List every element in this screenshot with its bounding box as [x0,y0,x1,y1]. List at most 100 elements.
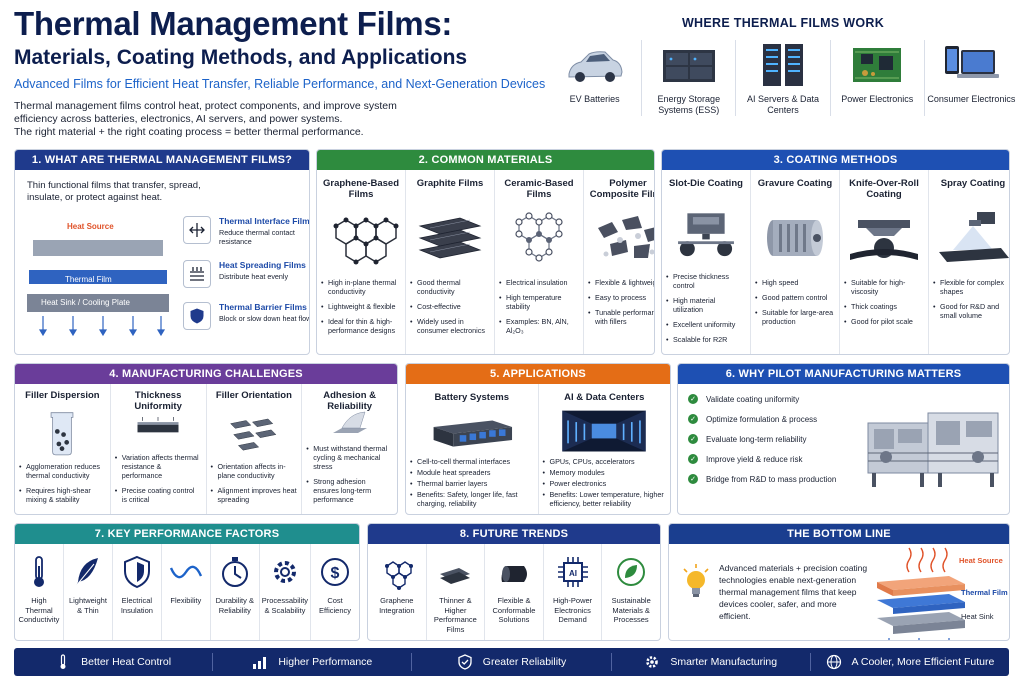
battery-module-icon [433,420,512,447]
panel-manufacturing-challenges: 4. MANUFACTURING CHALLENGES Filler Dispe… [14,363,398,515]
where-title: WHERE THERMAL FILMS WORK [681,16,885,30]
trend-flexible: Flexible & Conformable Solutions [484,544,543,640]
bar-chart-icon [253,657,267,669]
footer-banner: Better Heat Control Higher Performance G… [14,648,1009,676]
panel-title: 8. FUTURE TRENDS [368,524,660,544]
graphite-layers-icon [418,217,482,259]
polymer-flakes-icon [598,216,654,258]
where-item-ess: Energy Storage Systems (ESS) [641,40,735,116]
panel-coating-methods: 3. COATING METHODS Slot-Die Coating Prec… [661,149,1010,355]
checkmark-icon: ✓ [688,394,698,404]
stack-label-heat-source: Heat Source [67,222,114,231]
footer-item-future: A Cooler, More Efficient Future [809,653,1009,671]
heat-spread-icon [190,267,204,281]
factor-thermal-conductivity: High Thermal Conductivity [15,544,63,640]
page-title-line2: Materials, Coating Methods, and Applicat… [14,46,468,69]
trend-thinner-films: Thinner & Higher Performance Films [425,544,485,640]
gear-icon [273,561,296,583]
checkmark-icon: ✓ [688,474,698,484]
challenge-filler-orientation: Filler Orientation Orientation affects i… [205,384,302,514]
gravure-roller-icon [767,220,823,256]
panel-title: 4. MANUFACTURING CHALLENGES [15,364,397,384]
coating-gravure: Gravure Coating High speedGood pattern c… [750,170,839,354]
panel-title: 2. COMMON MATERIALS [317,150,654,170]
panel-title: 6. WHY PILOT MANUFACTURING MATTERS [678,364,1009,384]
intro-text: Thermal management films control heat, p… [14,100,397,125]
lightbulb-icon [683,564,709,597]
wave-icon [169,565,202,579]
server-rack-icon [763,44,803,86]
ceramic-lattice-icon [515,212,563,262]
hexagon-network-icon [384,561,413,590]
panel-title: 7. KEY PERFORMANCE FACTORS [15,524,359,544]
svg-text:$: $ [331,565,340,582]
checkmark-icon: ✓ [688,414,698,424]
film-roll-icon [501,566,527,582]
where-item-servers: AI Servers & Data Centers [735,40,829,116]
aligned-flakes-icon [229,418,277,451]
film-stack-diagram [23,220,173,350]
panel-key-performance-factors: 7. KEY PERFORMANCE FACTORS High Thermal … [14,523,360,641]
material-graphene: Graphene-Based Films High in-plane therm… [317,170,405,354]
checkmark-icon: ✓ [688,434,698,444]
thermometer-icon [33,556,44,587]
peeling-film-icon [332,411,367,433]
gear-icon [646,656,659,668]
where-item-ev: EV Batteries [548,40,641,116]
header: Thermal Management Films: Materials, Coa… [14,6,574,139]
knife-roll-icon [850,220,918,260]
pilot-coating-line-icon [867,412,999,487]
factor-lightweight: Lightweight & Thin [62,544,112,640]
footer-item-reliability: Greater Reliability [411,653,610,671]
material-polymer: Polymer Composite Films Flexible & light… [583,170,654,354]
stopwatch-icon [221,557,248,587]
beaker-icon [51,412,74,456]
challenge-adhesion: Adhesion & Reliability Must withstand th… [301,384,397,514]
factor-processability: Processability & Scalability [258,544,310,640]
factor-durability: Durability & Reliability [209,544,259,640]
bottom-film-stack-diagram [877,547,965,640]
factor-cost: $ Cost Efficiency [310,544,359,640]
panel-applications: 5. APPLICATIONS Battery Systems Cell-to-… [405,363,671,515]
film-sheet-icon [440,568,471,584]
application-ai-data-centers: AI & Data Centers GPUs, CPUs, accelerato… [537,384,671,514]
stack-label-film: Thermal Film [65,275,112,284]
feather-icon [75,558,98,587]
data-center-aisle-icon [562,410,646,452]
where-thermal-films-work: WHERE THERMAL FILMS WORK EV Batteries En… [548,8,1018,142]
coating-knife-over-roll: Knife-Over-Roll Coating Suitable for hig… [839,170,928,354]
panel-title: 3. COATING METHODS [662,150,1009,170]
shield-icon [123,555,150,589]
bottom-label-film: Thermal Film [961,588,1008,597]
slot-die-machine-icon [678,213,734,257]
trend-high-power: AI High-Power Electronics Demand [542,544,602,640]
shield-check-icon [458,654,472,670]
panel-title: 5. APPLICATIONS [406,364,670,384]
pilot-benefits-list: ✓Validate coating uniformity ✓Optimize f… [688,394,858,494]
circuit-board-icon [853,48,902,82]
where-item-power: Power Electronics [829,40,924,116]
panel-what-are-films: 1. WHAT ARE THERMAL MANAGEMENT FILMS? Th… [14,149,310,355]
footer-item-performance: Higher Performance [212,653,411,671]
material-ceramic: Ceramic-Based Films Electrical insulatio… [494,170,583,354]
coating-slot-die: Slot-Die Coating Precise thickness contr… [662,170,750,354]
panel-common-materials: 2. COMMON MATERIALS Graphene-Based Films… [316,149,655,355]
footer-item-manufacturing: Smarter Manufacturing [610,653,810,671]
recycle-leaf-icon [617,558,646,586]
material-graphite: Graphite Films Good thermal conductivity… [405,170,494,354]
bottom-line-text: Advanced materials + precision coating t… [719,563,868,621]
shield-icon [190,308,204,324]
trend-graphene: Graphene Integration [368,544,426,640]
electric-car-icon [568,51,623,82]
bottom-label-sink: Heat Sink [961,612,994,621]
page-subtitle: Advanced Films for Efficient Heat Transf… [14,77,546,91]
factor-electrical-insulation: Electrical Insulation [111,544,161,640]
devices-icon [945,46,1000,78]
footer-item-heat-control: Better Heat Control [14,653,212,671]
panel-pilot-manufacturing: 6. WHY PILOT MANUFACTURING MATTERS ✓Vali… [677,363,1010,515]
spray-nozzle-icon [939,212,1009,262]
